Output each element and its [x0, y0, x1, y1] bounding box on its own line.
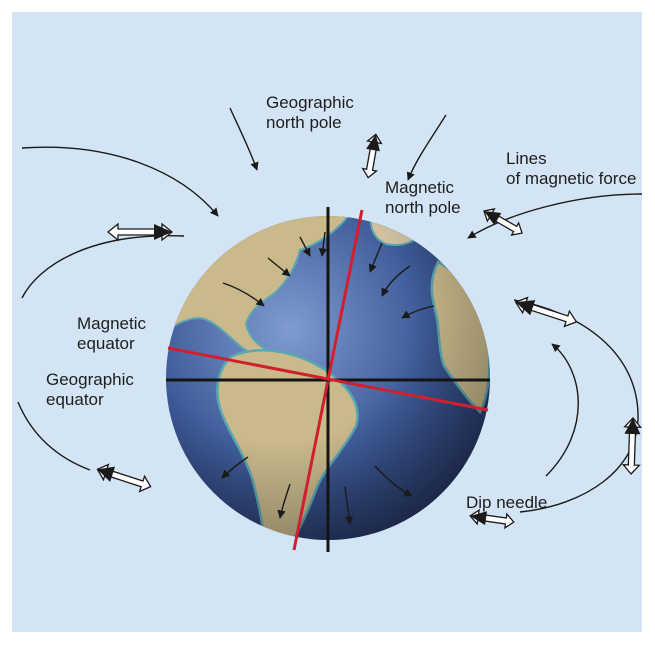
dip-needle-geo-pole — [361, 133, 383, 179]
field-line-mag-pole — [406, 114, 447, 181]
geographic-equator-line2: equator — [46, 390, 104, 409]
magnetic-north-pole-line1: Magnetic — [385, 178, 454, 197]
dip-needle-upper-right — [483, 208, 523, 236]
field-line-right-inner — [545, 343, 579, 477]
dip-needle-text: Dip needle — [466, 493, 548, 512]
dip-needle-label: Dip needle — [466, 493, 547, 513]
geographic-north-pole-label: Geographic north pole — [266, 93, 354, 133]
field-line-geo-pole — [229, 107, 259, 171]
field-line-right-top — [467, 193, 643, 239]
dip-needles — [96, 133, 643, 530]
geographic-equator-line1: Geographic — [46, 370, 134, 389]
geographic-equator-label: Geographic equator — [46, 370, 134, 410]
magnetic-north-pole-line2: north pole — [385, 198, 461, 217]
field-line-left-loop — [21, 235, 185, 299]
field-line-right-loop — [513, 299, 639, 513]
dip-needle-right-top — [514, 296, 578, 328]
geographic-north-pole-line2: north pole — [266, 113, 342, 132]
magnetic-equator-line — [167, 346, 489, 412]
dip-needle-bottom-right — [469, 508, 515, 530]
magnetic-north-pole-label: Magnetic north pole — [385, 178, 461, 218]
dip-needle-right-side — [621, 417, 643, 475]
lines-of-magnetic-force-label: Lines of magnetic force — [506, 149, 636, 189]
field-line-left-lower — [17, 401, 91, 471]
magnetic-equator-label: Magnetic equator — [77, 314, 146, 354]
lines-of-magnetic-force-line2: of magnetic force — [506, 169, 637, 188]
field-line-upper-left — [21, 146, 219, 217]
geographic-north-pole-line1: Geographic — [266, 93, 354, 112]
dip-needle-lower-left — [96, 463, 152, 493]
dip-needle-upper-left — [106, 222, 174, 242]
globe-field-arrows — [221, 231, 435, 525]
magnetic-equator-line1: Magnetic — [77, 314, 146, 333]
lines-of-magnetic-force-line1: Lines — [506, 149, 547, 168]
magnetic-equator-line2: equator — [77, 334, 135, 353]
